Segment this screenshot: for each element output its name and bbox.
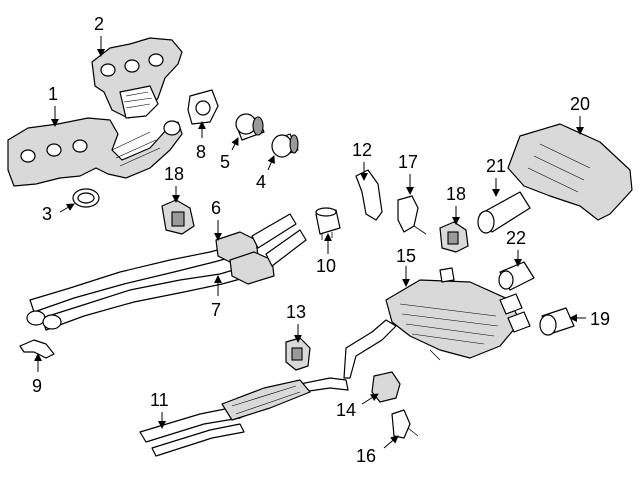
callout-15: 15 xyxy=(396,246,416,266)
part-13-hanger[interactable] xyxy=(285,337,311,371)
part-5-sleeve[interactable] xyxy=(235,113,265,141)
callout-10: 10 xyxy=(316,256,336,276)
callout-12: 12 xyxy=(352,140,372,160)
callout-18-left: 18 xyxy=(164,164,184,184)
part-15-rear-muffler[interactable] xyxy=(343,267,531,379)
leader-lines xyxy=(34,36,586,449)
callout-8: 8 xyxy=(196,142,206,162)
part-9-bracket[interactable] xyxy=(19,339,55,359)
part-18-hanger-mount-right[interactable] xyxy=(439,221,469,253)
callout-18-right: 18 xyxy=(446,184,466,204)
part-8-flange-gasket[interactable] xyxy=(187,89,219,125)
part-1-exhaust-manifold-lower[interactable] xyxy=(7,117,183,187)
part-22-tailpipe[interactable] xyxy=(498,261,535,291)
part-4-sleeve[interactable] xyxy=(271,133,299,158)
part-7-front-pipe[interactable] xyxy=(26,245,245,331)
part-20-heat-shield[interactable] xyxy=(507,123,633,221)
part-14-rubber-mount[interactable] xyxy=(371,371,401,403)
callout-5: 5 xyxy=(220,152,230,172)
callout-4: 4 xyxy=(256,172,266,192)
callout-2: 2 xyxy=(94,14,104,34)
part-17-hanger-bracket[interactable] xyxy=(397,195,427,235)
part-18-hanger-mount-left[interactable] xyxy=(161,199,195,235)
callout-22: 22 xyxy=(506,228,526,248)
callout-16: 16 xyxy=(356,446,376,466)
callout-1: 1 xyxy=(48,84,58,104)
part-19-exhaust-tip[interactable] xyxy=(539,307,575,336)
callout-6: 6 xyxy=(211,198,221,218)
callout-17: 17 xyxy=(398,152,418,172)
part-16-clamp[interactable] xyxy=(391,409,419,439)
callout-19: 19 xyxy=(590,309,610,329)
callout-11: 11 xyxy=(150,390,169,410)
part-11-center-muffler[interactable] xyxy=(139,377,349,457)
callout-20: 20 xyxy=(570,94,590,114)
callout-3: 3 xyxy=(42,204,52,224)
part-6-catalytic-converter[interactable] xyxy=(215,213,307,285)
part-10-damper[interactable] xyxy=(315,207,341,240)
part-3-gasket[interactable] xyxy=(72,188,100,208)
callout-14: 14 xyxy=(336,400,356,420)
part-2-exhaust-manifold-upper[interactable] xyxy=(91,37,183,119)
callout-7: 7 xyxy=(211,300,221,320)
callout-labels: 1 2 3 4 5 6 7 8 9 10 11 12 13 14 15 16 1… xyxy=(32,14,610,466)
callout-13: 13 xyxy=(286,302,306,322)
callout-21: 21 xyxy=(486,156,506,176)
part-12-hanger-bracket[interactable] xyxy=(355,169,383,221)
callout-9: 9 xyxy=(32,376,42,396)
part-21-tailpipe-trim[interactable] xyxy=(477,191,531,234)
